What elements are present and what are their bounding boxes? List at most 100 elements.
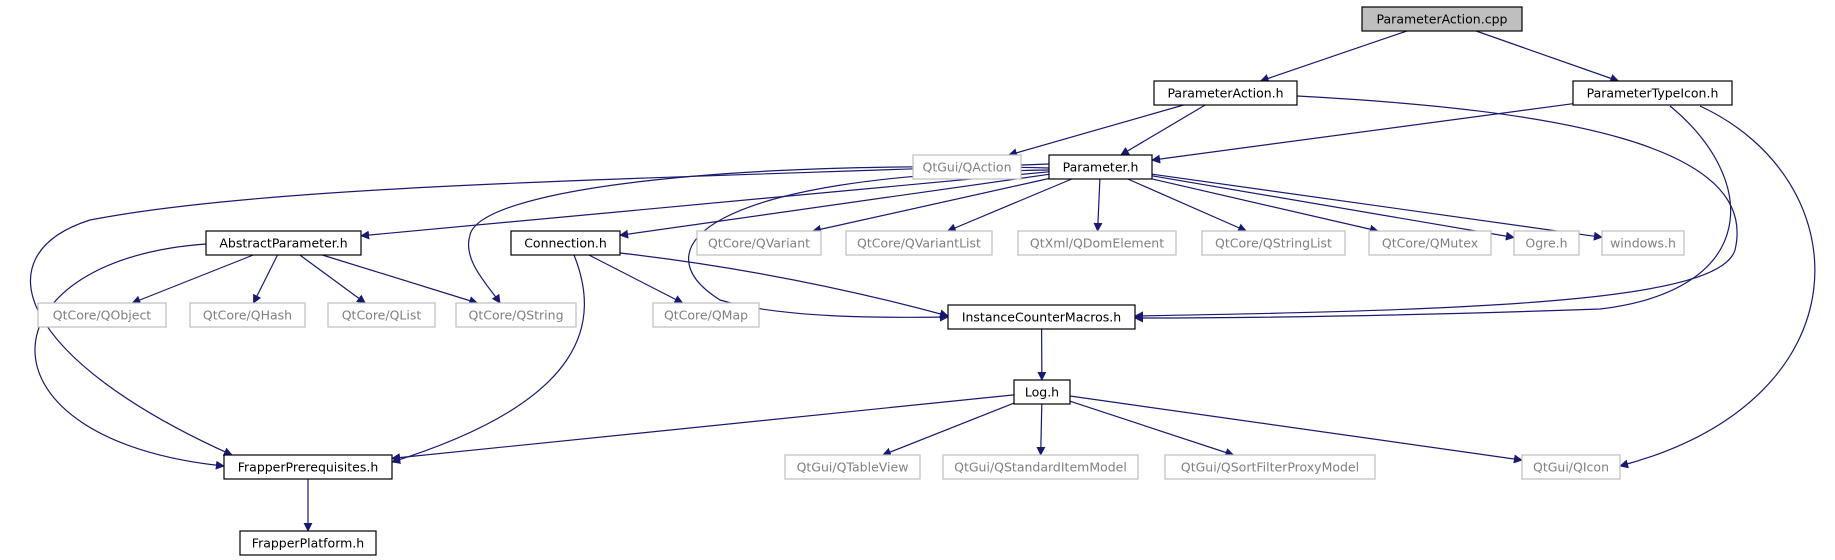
- node-windows: windows.h: [1601, 230, 1685, 256]
- node-box: [1368, 230, 1492, 256]
- node-box: [205, 230, 362, 256]
- node-box: [1361, 6, 1523, 32]
- node-box: [1048, 154, 1153, 180]
- node-label: Ogre.h: [1525, 236, 1567, 251]
- edge-pa_cpp-to-pti_h: [1475, 30, 1620, 83]
- node-label: Connection.h: [524, 236, 607, 251]
- node-box: [327, 302, 436, 328]
- node-box: [784, 454, 921, 480]
- node-qmutex: QtCore/QMutex: [1368, 230, 1492, 256]
- node-label: QtGui/QSortFilterProxyModel: [1181, 460, 1359, 475]
- node-box: [652, 302, 760, 328]
- node-qicon: QtGui/QIcon: [1521, 454, 1621, 480]
- edge-conn_h-to-fprereq_h: [391, 254, 585, 464]
- node-label: QtCore/QMutex: [1382, 236, 1478, 251]
- node-label: QtCore/QHash: [203, 308, 292, 323]
- node-label: QtGui/QIcon: [1533, 460, 1609, 475]
- edge-log_h-to-qtableview: [881, 402, 1015, 457]
- edge-pa_h-to-param_h: [1120, 104, 1206, 156]
- edge-log_h-to-qsim: [1036, 403, 1046, 456]
- node-ogre: Ogre.h: [1513, 230, 1580, 256]
- edge-param_h-to-conn_h: [619, 173, 1050, 239]
- node-icm-h[interactable]: InstanceCounterMacros.h: [947, 304, 1136, 330]
- node-label: QtCore/QStringList: [1215, 236, 1332, 251]
- edge-log_h-to-fprereq_h: [391, 394, 1015, 463]
- node-box: [239, 530, 377, 556]
- node-label: QtCore/QList: [342, 308, 422, 323]
- node-qdomelement: QtXml/QDomElement: [1017, 230, 1177, 256]
- node-label: AbstractParameter.h: [219, 236, 347, 251]
- edge-pti_h-to-icm_h: [1134, 105, 1732, 323]
- node-label: QtCore/QVariantList: [857, 236, 981, 251]
- edge-param_h-to-qvariant: [812, 177, 1050, 234]
- edge-param_h-to-qdomelement: [1093, 178, 1103, 232]
- node-label: Parameter.h: [1063, 160, 1139, 175]
- node-qstringlist: QtCore/QStringList: [1201, 230, 1346, 256]
- node-label: ParameterAction.cpp: [1377, 12, 1508, 27]
- node-box: [947, 304, 1136, 330]
- edge-pti_h-to-param_h: [1151, 103, 1574, 164]
- node-box: [1572, 80, 1733, 106]
- node-box: [1201, 230, 1346, 256]
- node-qmap: QtCore/QMap: [652, 302, 760, 328]
- edge-param_h-to-absparam_h: [360, 171, 1050, 240]
- node-param-h[interactable]: Parameter.h: [1048, 154, 1153, 180]
- edge-log_h-to-qicon: [1069, 395, 1523, 464]
- edge-conn_h-to-qmap: [588, 254, 684, 304]
- edge-absparam_h-to-qhash: [252, 254, 279, 304]
- node-pa-h[interactable]: ParameterAction.h: [1153, 80, 1298, 106]
- node-box: [223, 454, 393, 480]
- node-box: [1013, 379, 1071, 405]
- node-box: [189, 302, 306, 328]
- node-box: [942, 454, 1139, 480]
- node-conn-h[interactable]: Connection.h: [510, 230, 621, 256]
- node-qlist: QtCore/QList: [327, 302, 436, 328]
- node-label: QtGui/QAction: [922, 160, 1011, 175]
- node-absparam-h[interactable]: AbstractParameter.h: [205, 230, 362, 256]
- edge-pti_h-to-qicon: [1619, 105, 1816, 469]
- node-log-h[interactable]: Log.h: [1013, 379, 1071, 405]
- node-qvariant: QtCore/QVariant: [696, 230, 822, 256]
- node-label: FrapperPlatform.h: [252, 536, 364, 551]
- node-label: QtGui/QTableView: [797, 460, 909, 475]
- node-qsim: QtGui/QStandardItemModel: [942, 454, 1139, 480]
- edge-absparam_h-to-qstring: [322, 254, 479, 305]
- node-pa-cpp[interactable]: ParameterAction.cpp: [1361, 6, 1523, 32]
- node-qvariantlist: QtCore/QVariantList: [845, 230, 993, 256]
- edge-param_h-to-qmutex: [1151, 178, 1379, 234]
- edge-log_h-to-qsfpm: [1069, 400, 1235, 457]
- node-label: QtCore/QObject: [53, 308, 152, 323]
- node-box: [37, 302, 167, 328]
- node-label: Log.h: [1025, 385, 1059, 400]
- edge-pa_h-to-icm_h: [1134, 95, 1738, 321]
- node-box: [696, 230, 822, 256]
- edge-absparam_h-to-qlist: [299, 254, 366, 304]
- node-label: QtCore/QString: [468, 308, 563, 323]
- node-box: [845, 230, 993, 256]
- node-label: ParameterTypeIcon.h: [1587, 86, 1719, 101]
- edge-param_h-to-ogre: [1151, 175, 1515, 241]
- edge-param_h-to-qstringlist: [1127, 178, 1248, 232]
- node-qobject: QtCore/QObject: [37, 302, 167, 328]
- node-label: ParameterAction.h: [1167, 86, 1283, 101]
- node-fplat-h[interactable]: FrapperPlatform.h: [239, 530, 377, 556]
- node-box: [912, 154, 1022, 180]
- edge-pa_cpp-to-pa_h: [1259, 30, 1408, 83]
- node-label: windows.h: [1610, 236, 1676, 251]
- node-label: QtCore/QVariant: [708, 236, 810, 251]
- node-pti-h[interactable]: ParameterTypeIcon.h: [1572, 80, 1733, 106]
- edge-absparam_h-to-fprereq_h: [34, 243, 225, 470]
- node-label: QtGui/QStandardItemModel: [954, 460, 1127, 475]
- node-qstring: QtCore/QString: [455, 302, 577, 328]
- node-box: [1601, 230, 1685, 256]
- node-box: [1513, 230, 1580, 256]
- node-box: [1153, 80, 1298, 106]
- edge-param_h-to-qstring: [467, 166, 1050, 304]
- edges-layer: [29, 30, 1816, 532]
- edge-conn_h-to-icm_h: [619, 252, 949, 319]
- node-fprereq-h[interactable]: FrapperPrerequisites.h: [223, 454, 393, 480]
- node-box: [1164, 454, 1376, 480]
- edge-param_h-to-qvariantlist: [946, 178, 1073, 233]
